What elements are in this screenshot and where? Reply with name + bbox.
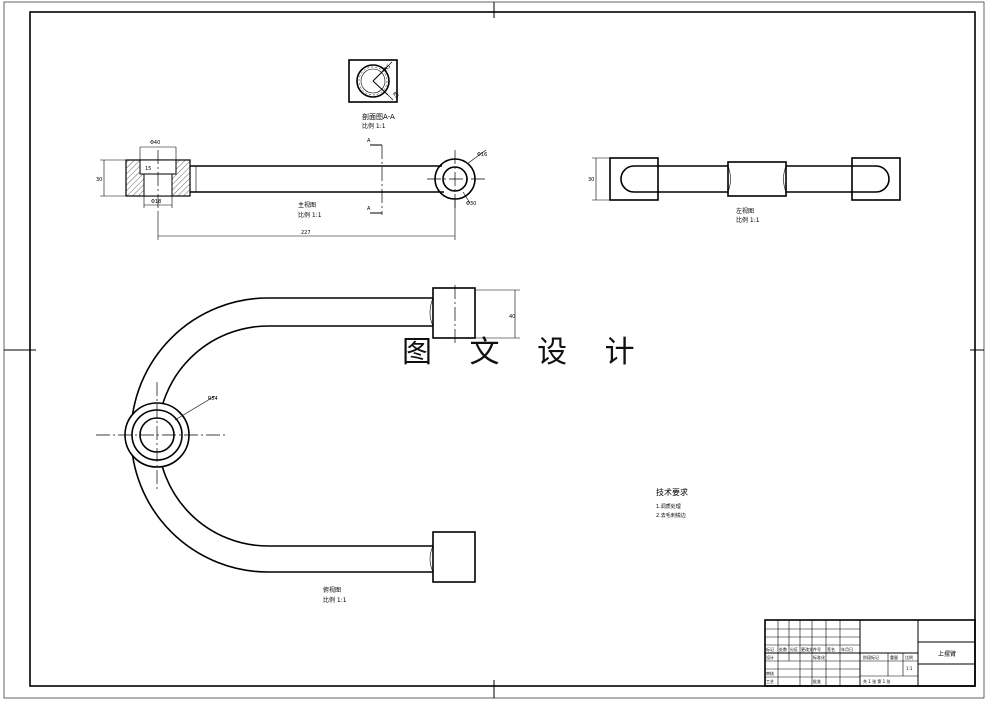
main-view-title: 主视图 (298, 201, 316, 209)
left-view-dim: 30 (588, 177, 594, 183)
tb-standard: 标准化 (813, 654, 825, 660)
tb-process: 工艺 (766, 679, 774, 684)
tech-item-1: 1.调质处理 (656, 503, 681, 510)
tb-header-2: 分区 (790, 646, 798, 652)
inner-frame (29, 11, 976, 687)
top-view-scale: 比例 1:1 (323, 596, 347, 604)
cut-label-top: A (367, 138, 371, 144)
section-dim-2: R5 (391, 91, 400, 100)
top-view (96, 285, 520, 583)
section-view-title: 剖面图A-A (362, 112, 395, 121)
tb-ratio: 比例 (905, 654, 913, 660)
centering-marks (4, 2, 984, 698)
section-dim-1: R5 (383, 64, 392, 73)
dim-inner: 15 (145, 166, 151, 172)
tb-stage: 阶段标记 (863, 654, 879, 660)
top-view-title: 俯视图 (323, 586, 341, 594)
title-block (764, 619, 976, 687)
dim-ring-top: Φ16 (477, 152, 487, 158)
top-view-dim-height: 40 (509, 314, 515, 320)
tech-heading: 技术要求 (656, 487, 688, 497)
tb-header-4: 签名 (827, 646, 835, 652)
left-view (592, 157, 901, 201)
dim-bottom: Φ18 (151, 199, 161, 205)
dim-ring-bottom: Φ30 (466, 201, 476, 207)
dim-overall: 227 (301, 230, 311, 236)
main-view-scale: 比例 1:1 (298, 211, 322, 219)
tb-part-name: 上摆臂 (938, 650, 956, 658)
watermark: 图 文 设 计 (402, 335, 649, 370)
tb-approve: 批准 (813, 678, 821, 684)
left-view-scale: 比例 1:1 (736, 216, 760, 224)
tb-weight: 重量 (890, 654, 898, 660)
top-view-dim-radius: R54 (208, 396, 218, 402)
dim-left: 30 (96, 177, 102, 183)
tech-item-2: 2.去毛刺锐边 (656, 512, 686, 519)
left-view-title: 左视图 (736, 207, 754, 215)
tb-header-3: 更改文件号 (801, 646, 821, 652)
main-view (100, 144, 487, 240)
tb-header-0: 标记 (766, 646, 774, 652)
dim-top: Φ40 (150, 140, 160, 146)
section-view-scale: 比例 1:1 (362, 122, 386, 130)
tb-sheets: 共 1 张 第 1 张 (863, 678, 890, 684)
tb-design: 设计 (766, 654, 774, 660)
cut-label-bottom: A (367, 206, 371, 212)
tb-ratio-value: 1:1 (906, 666, 913, 671)
tb-header-1: 处数 (779, 646, 787, 652)
section-view-aa: R5 R5 (348, 59, 400, 103)
tb-review: 审核 (766, 670, 774, 676)
tb-header-5: 年月日 (841, 646, 853, 652)
